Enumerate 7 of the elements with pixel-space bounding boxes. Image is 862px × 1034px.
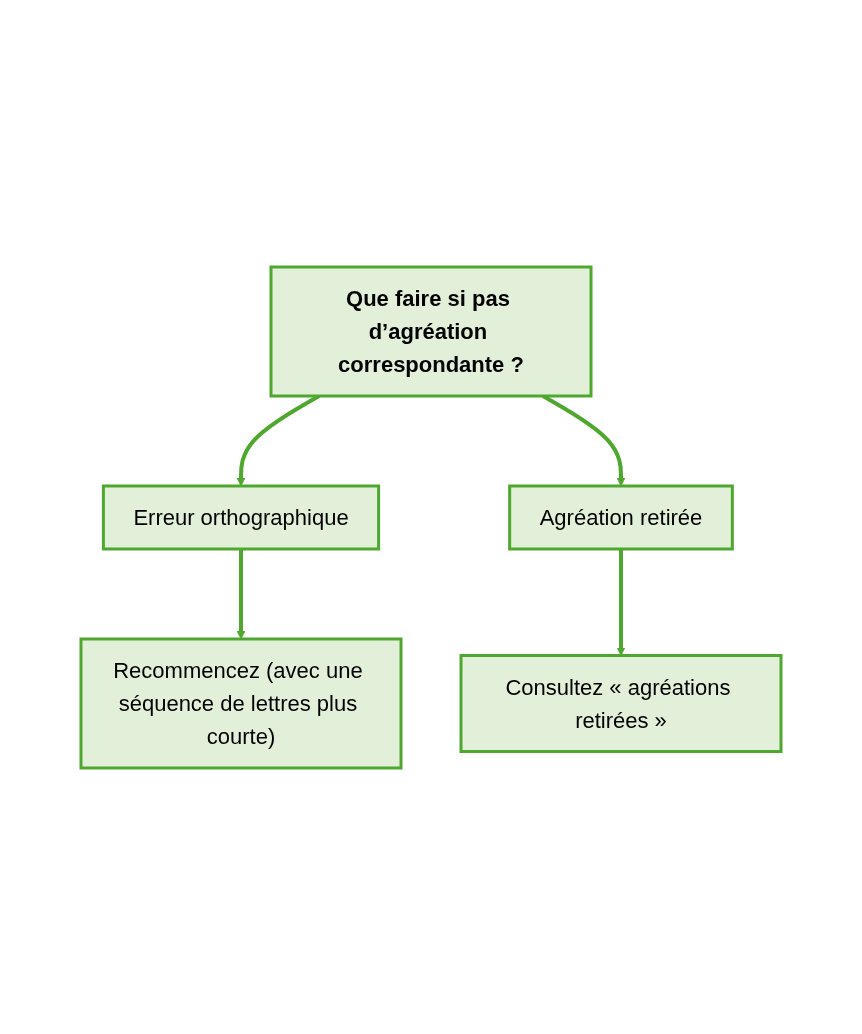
arrow [236,548,246,639]
node-box: Erreur orthographique [101,484,381,550]
arrow [616,548,626,656]
node-box: Consultez « agréations retirées » [459,653,783,753]
node-box: Recommencez (avec une séquence de lettres plus courte) [79,637,403,769]
node-box: Agréation retirée [508,484,734,550]
node-box: Que faire si pas d’agréation correspondante ? [269,265,593,397]
